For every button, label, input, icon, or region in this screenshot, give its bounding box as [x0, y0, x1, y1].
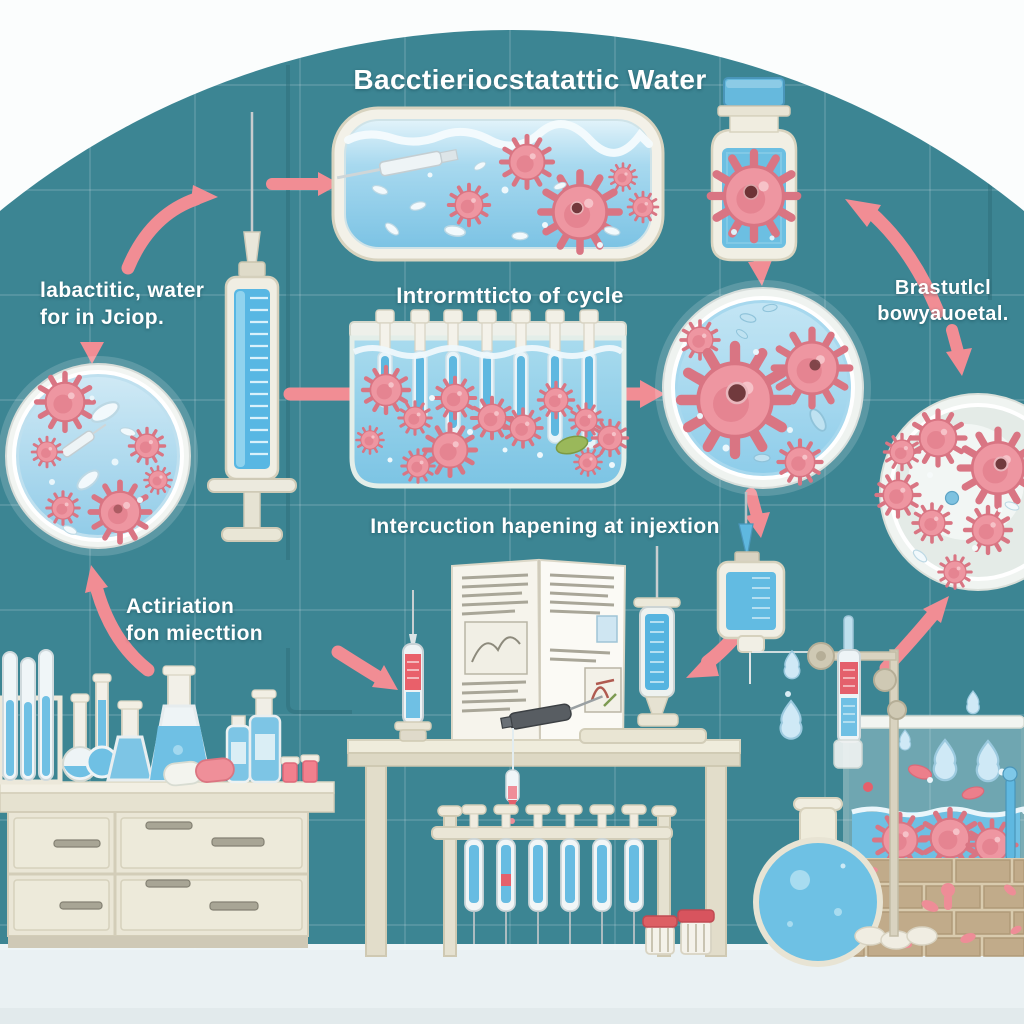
arrow-down-right-dish — [946, 324, 972, 376]
clamped-syringe — [833, 615, 863, 769]
counter-glassware — [0, 649, 320, 787]
label-right-line2: bowyauoetal. — [877, 302, 1009, 325]
label-water-for-injection: labactitic, water for in Jciop. — [40, 278, 204, 332]
dish-left-contents — [30, 374, 173, 542]
arrow-right-into-tray — [266, 172, 340, 196]
tank-microbes — [355, 367, 630, 484]
bacteriostatic-water-tray — [331, 106, 665, 262]
label-interaction-injection: Intercuction hapening at injextion — [370, 515, 720, 538]
label-cycle: Intrormtticto of cycle — [396, 283, 624, 308]
label-activation-line1: Actiriation — [126, 595, 235, 618]
arrow-down-left-dish — [80, 342, 104, 364]
petri-dish-right — [876, 393, 1024, 591]
research-papers — [451, 558, 627, 750]
label-right-line1: Brastutlcl — [894, 277, 992, 299]
dripping-syringe — [500, 695, 603, 824]
lab-stand — [779, 615, 938, 950]
round-flask — [753, 797, 883, 967]
rack-test-tubes — [2, 649, 54, 781]
labeled-syringe — [394, 590, 432, 742]
vaccine-vial — [711, 77, 797, 262]
label-bacteriostatic-right: Brastutlcl bowyauoetal. — [866, 276, 1020, 327]
arrow-activation-up — [85, 565, 155, 677]
pink-vials — [280, 754, 320, 783]
drawer-handles — [53, 821, 265, 911]
label-activation: Actiriation fon miecttion — [126, 594, 263, 648]
arrow-dish-to-iv — [745, 488, 770, 538]
floor — [0, 944, 1024, 1024]
dish-right-contents — [876, 411, 1024, 590]
arrow-to-small-syringe — [331, 645, 398, 690]
label-activation-line2: fon miecttion — [126, 621, 264, 645]
storage-jars — [642, 909, 715, 955]
syringe-rack — [431, 804, 677, 957]
aquarium-tank — [841, 690, 1024, 873]
petri-dish-left — [0, 356, 198, 556]
capsule-pill — [163, 757, 235, 787]
iv-bottle — [716, 492, 816, 684]
label-water-line2: for in Jciop. — [40, 305, 165, 329]
syringe-on-stand — [579, 546, 707, 744]
dish-center-contents — [681, 302, 850, 483]
floating-syringe — [336, 148, 459, 180]
arrow-up-to-vial — [845, 199, 945, 319]
petri-dish-center — [655, 280, 871, 496]
title-bacteriostatic-water: Bacctieriocstatattic Water — [353, 64, 707, 95]
large-syringe — [207, 112, 297, 542]
arrow-up-to-tray — [121, 185, 218, 275]
lab-cabinet — [0, 781, 335, 948]
rack-syringes — [461, 804, 647, 944]
label-water-line1: labactitic, water — [40, 279, 205, 302]
test-tube-tank — [349, 309, 630, 489]
